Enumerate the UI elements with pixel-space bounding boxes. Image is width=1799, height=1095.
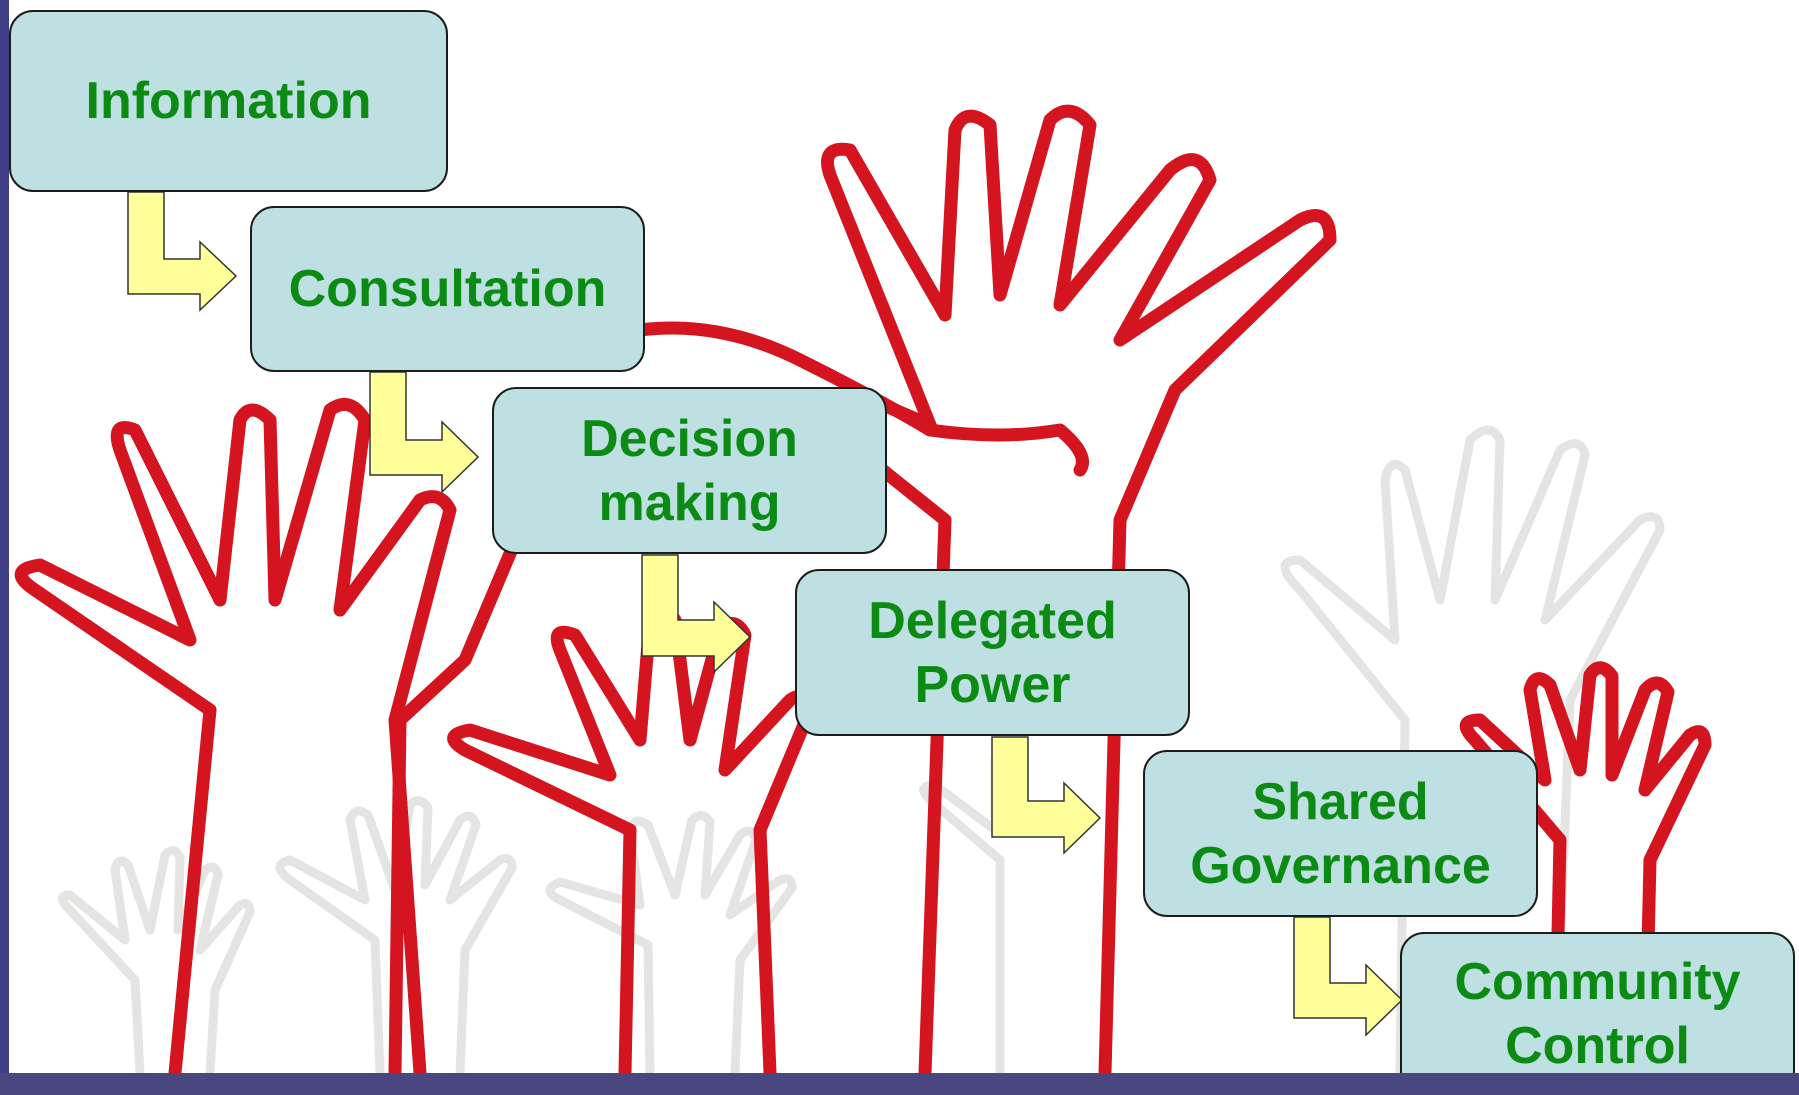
raised-hand-icon bbox=[545, 811, 797, 1078]
step-delegated-power: Delegated Power bbox=[795, 569, 1190, 736]
step-consultation: Consultation bbox=[250, 206, 645, 372]
slide-bottom-border bbox=[0, 1073, 1799, 1095]
raised-hand-icon bbox=[275, 796, 517, 1078]
raised-hand-icon bbox=[58, 846, 255, 1078]
raised-hand-icon bbox=[447, 603, 817, 1080]
step-shared-governance: Shared Governance bbox=[1143, 750, 1538, 917]
slide-left-border bbox=[0, 0, 9, 1095]
step-decision-making: Decision making bbox=[492, 387, 887, 554]
step-information: Information bbox=[9, 10, 448, 192]
raised-hand-icon bbox=[1280, 425, 1665, 1078]
raised-hand-icon bbox=[1459, 661, 1712, 1080]
raised-hand-icon bbox=[14, 397, 457, 1080]
step-community-control: Community Control bbox=[1400, 932, 1795, 1095]
